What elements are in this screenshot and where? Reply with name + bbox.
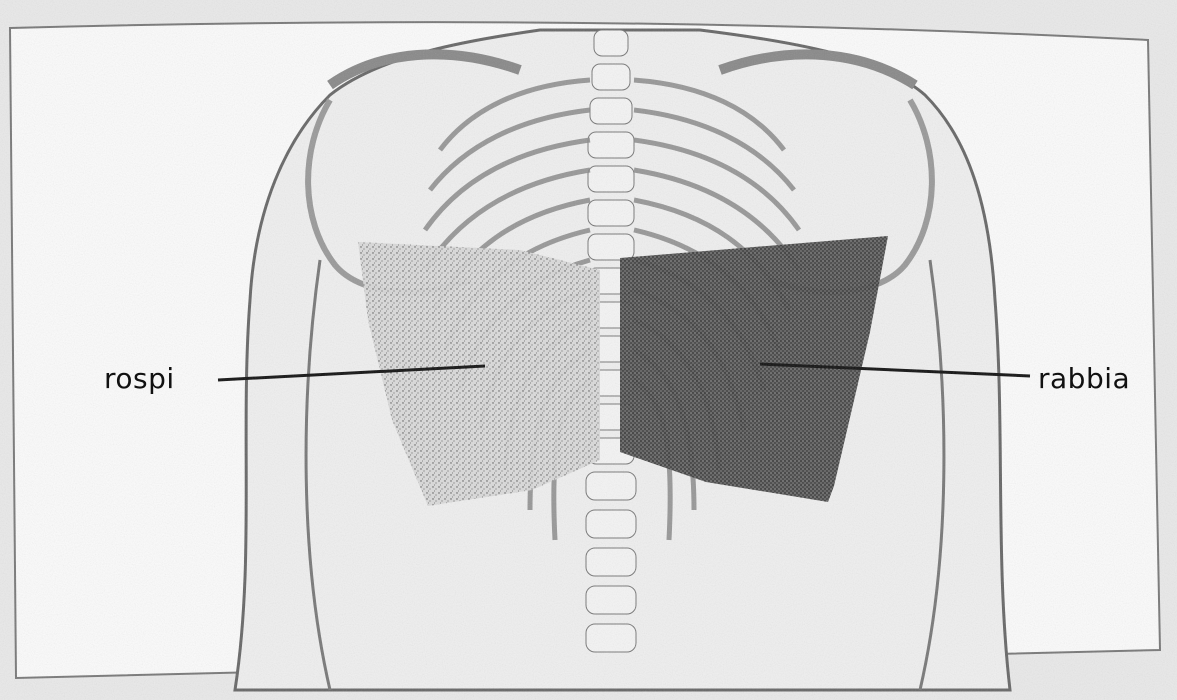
rabbia-label: rabbia (1038, 365, 1130, 393)
rospi-label: rospi (104, 365, 175, 393)
